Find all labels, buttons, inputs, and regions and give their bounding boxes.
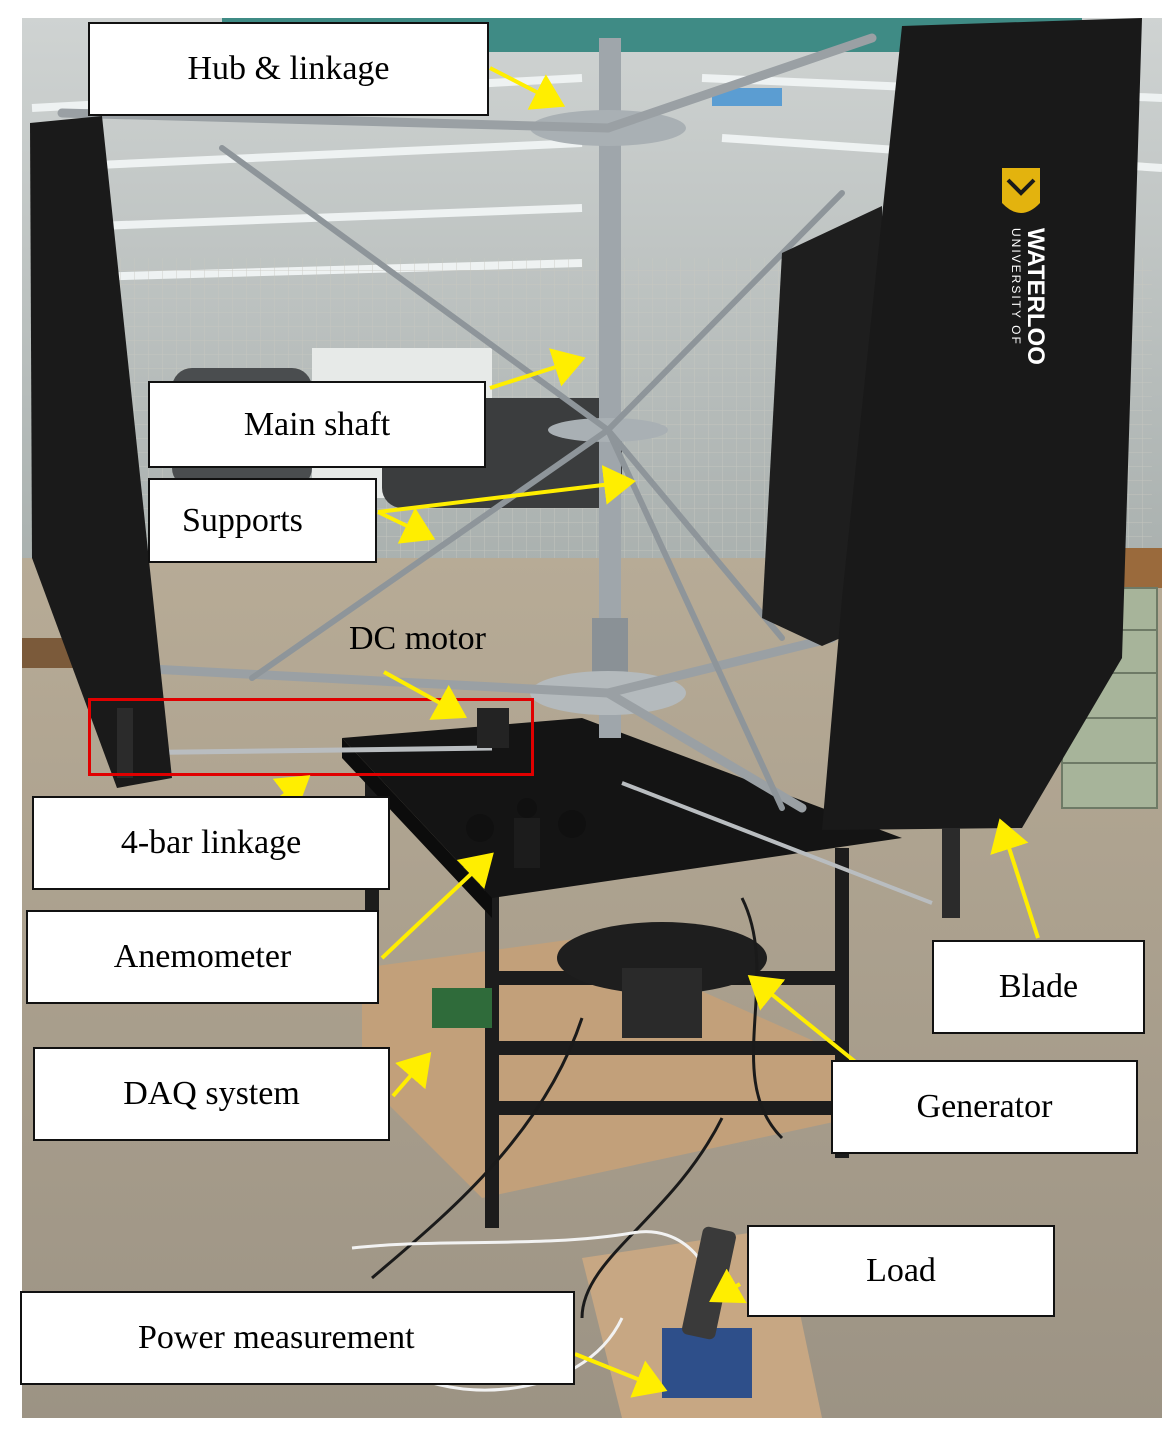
linkage-rod-2: [621, 781, 933, 905]
generator-disc: [557, 922, 767, 994]
main-shaft: [599, 38, 621, 738]
linkage-rod: [111, 745, 493, 756]
right-blade: [822, 18, 1142, 830]
generator-body: [622, 968, 702, 1038]
callout-blade: Blade: [932, 940, 1145, 1034]
blue-pipe: [712, 88, 782, 106]
callout-hub-linkage: Hub & linkage: [88, 22, 489, 116]
load-resistor: [682, 1226, 736, 1340]
left-blade: [30, 116, 172, 788]
anemometer-cup-3: [517, 798, 537, 818]
callout-supports: Supports: [148, 478, 377, 563]
callout-generator: Generator: [831, 1060, 1138, 1154]
logo-line-2: WATERLOO: [1022, 228, 1049, 365]
power-board: [662, 1328, 752, 1398]
left-blade-post: [117, 708, 133, 778]
waterloo-logo: [1002, 168, 1040, 213]
anemometer-cup-1: [466, 814, 494, 842]
logo-line-1: UNIVERSITY OF: [1009, 228, 1023, 346]
waterloo-wordmark: UNIVERSITY OF WATERLOO: [1009, 228, 1049, 365]
blade-post: [942, 828, 960, 918]
callout-4-bar-linkage: 4-bar linkage: [32, 796, 390, 890]
callout-load: Load: [747, 1225, 1055, 1317]
callout-daq-system: DAQ system: [33, 1047, 390, 1141]
linkage-highlight-box: [88, 698, 534, 776]
daq-board: [432, 988, 492, 1028]
label-dc-motor: DC motor: [349, 620, 486, 657]
anemometer-cup-2: [558, 810, 586, 838]
callout-anemometer: Anemometer: [26, 910, 379, 1004]
callout-main-shaft: Main shaft: [148, 381, 486, 468]
dc-motor: [477, 708, 509, 748]
callout-power-measurement: Power measurement: [20, 1291, 575, 1385]
anemometer-body: [514, 818, 540, 868]
